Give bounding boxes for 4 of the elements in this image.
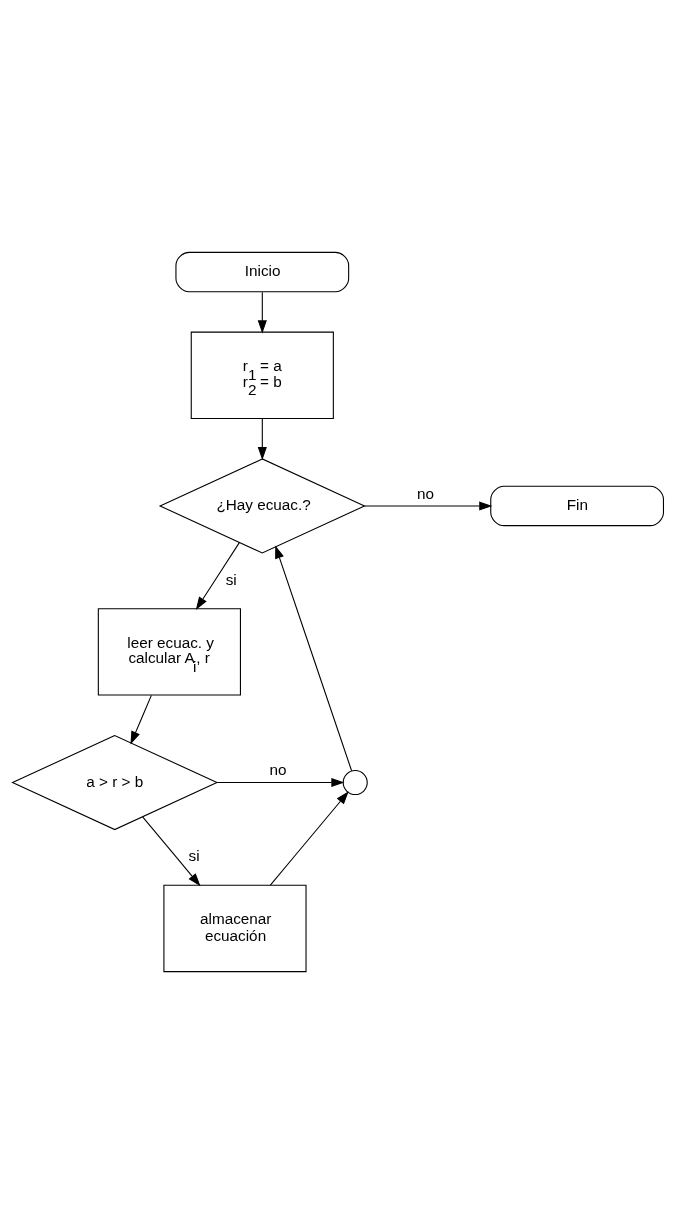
edge-label: si	[188, 847, 200, 865]
edge-label: si	[225, 570, 237, 588]
edge-label: no	[269, 761, 287, 779]
edge-label: no	[416, 484, 435, 502]
